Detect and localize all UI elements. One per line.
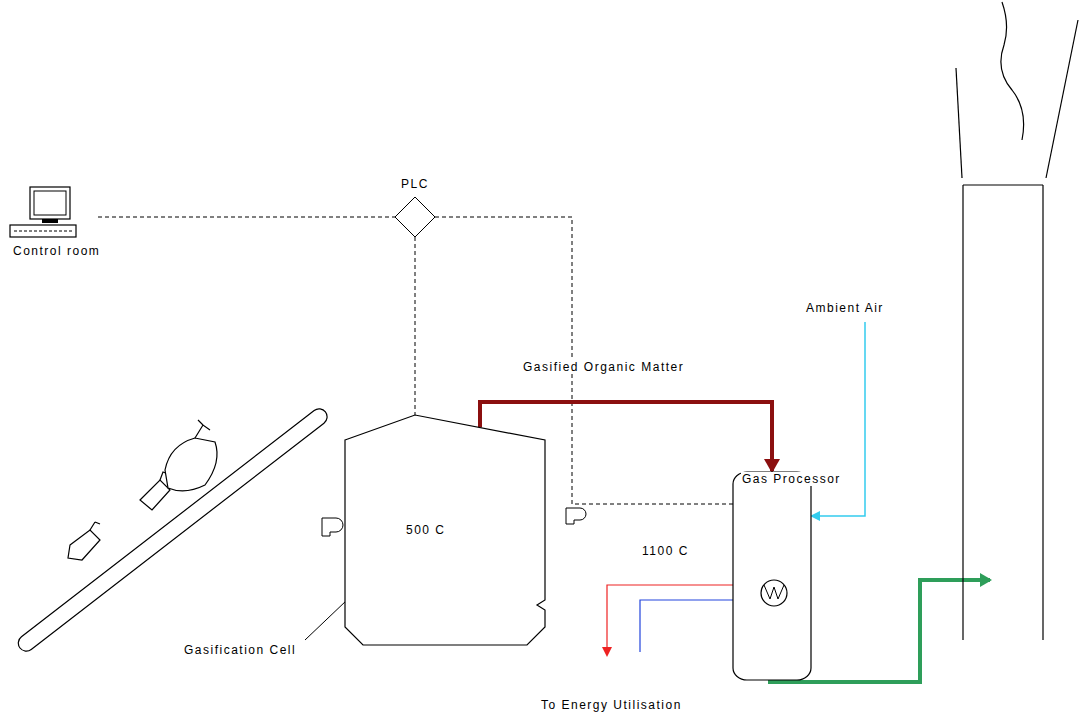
ambient-air-label: Ambient Air xyxy=(805,301,885,315)
ambient-air-line xyxy=(812,322,865,516)
processor-label: Gas Processor xyxy=(741,472,842,486)
temperature-label: 1100 C xyxy=(641,544,690,558)
control-signal-line xyxy=(98,217,395,218)
terminal-label: Control room xyxy=(12,244,101,258)
gasification-cell: 500 CGasification Cell xyxy=(345,415,545,645)
temperature-label: 500 C xyxy=(405,523,447,537)
plc-diamond: PLC xyxy=(395,197,435,237)
energy-utilisation-label: To Energy Utilisation xyxy=(540,698,683,712)
waste-bag xyxy=(68,420,217,560)
plc-diamond-outline xyxy=(395,197,435,237)
gas-processor-column: Gas Processor1100 C xyxy=(733,472,811,680)
plc-label: PLC xyxy=(400,177,430,191)
control-room-terminal: Control room xyxy=(8,185,98,263)
chimney xyxy=(956,2,1078,640)
conveyor-belt xyxy=(15,406,330,655)
gas-processor-column-outline xyxy=(733,472,811,680)
control-signal-line xyxy=(415,237,416,415)
cell-label: Gasification Cell xyxy=(183,643,297,657)
edge-label: Gasified Organic Matter xyxy=(522,360,685,374)
